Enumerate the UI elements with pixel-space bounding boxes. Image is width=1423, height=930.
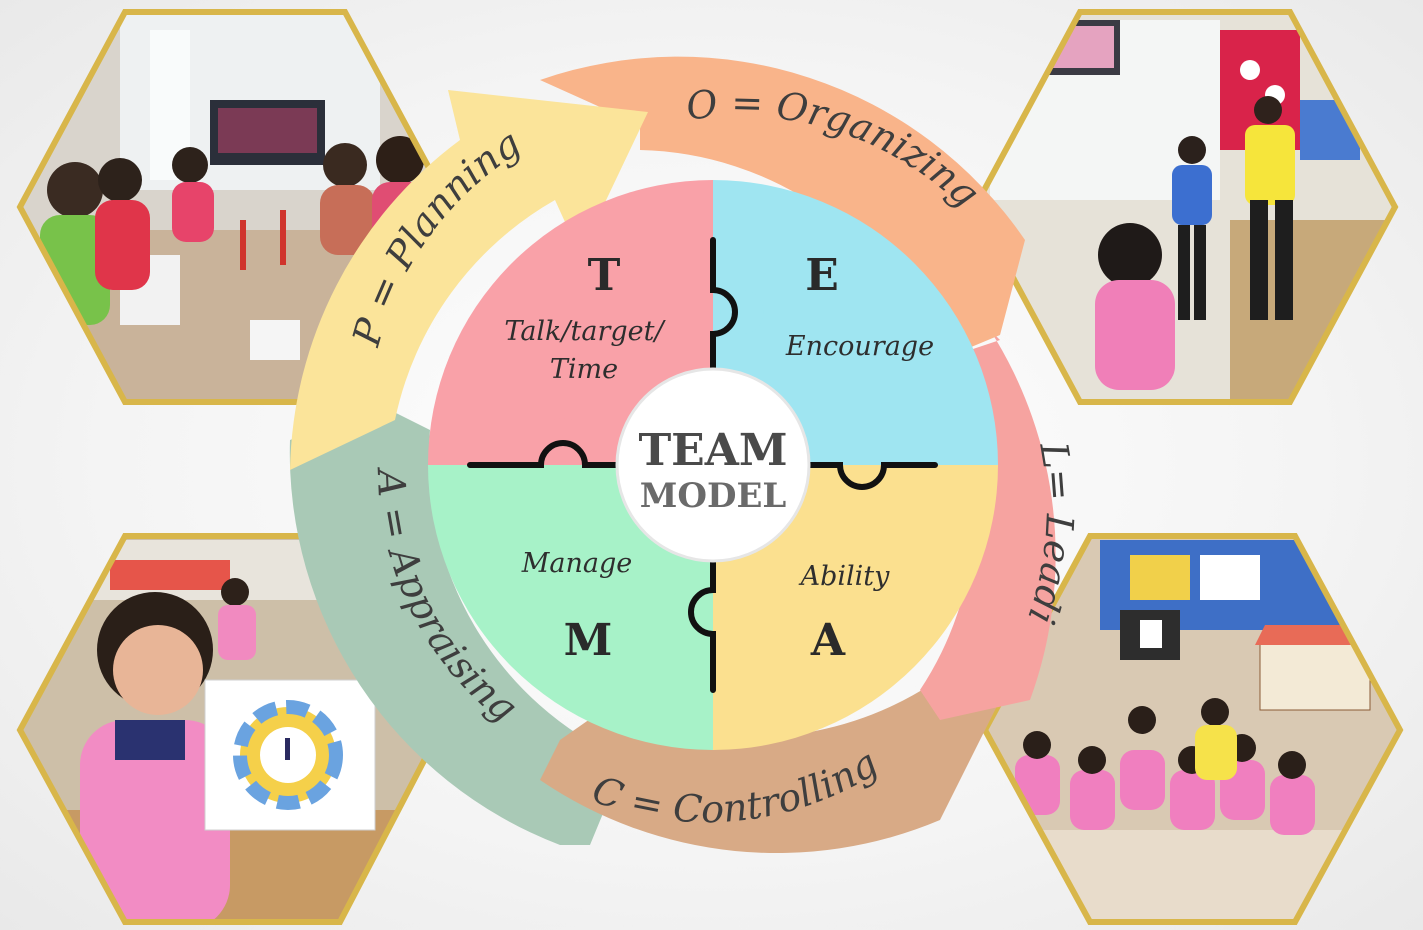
puzzle-circle: T E M A Talk/target/ Time Encourage Mana…: [428, 180, 998, 750]
word-manage: Manage: [521, 548, 633, 579]
word-talk-target: Talk/target/: [504, 316, 666, 347]
puzzle-piece-a: [713, 465, 998, 750]
arrow-appraising: [289, 405, 625, 845]
word-time: Time: [550, 354, 618, 385]
arrow-planning: [290, 90, 648, 470]
puzzle-piece-m: [428, 465, 713, 750]
puzzle-piece-t: [428, 180, 713, 465]
word-ability: Ability: [798, 561, 891, 592]
photo-top-right: [971, 9, 1399, 405]
center-title: TEAM: [638, 425, 787, 476]
puzzle-piece-e: [713, 180, 998, 465]
letter-e: E: [805, 250, 839, 301]
letter-a: A: [810, 615, 846, 666]
center-subtitle: MODEL: [640, 476, 787, 516]
center-badge: [615, 367, 811, 563]
letter-m: M: [564, 615, 613, 666]
word-encourage: Encourage: [785, 331, 934, 362]
letter-t: T: [588, 250, 621, 301]
